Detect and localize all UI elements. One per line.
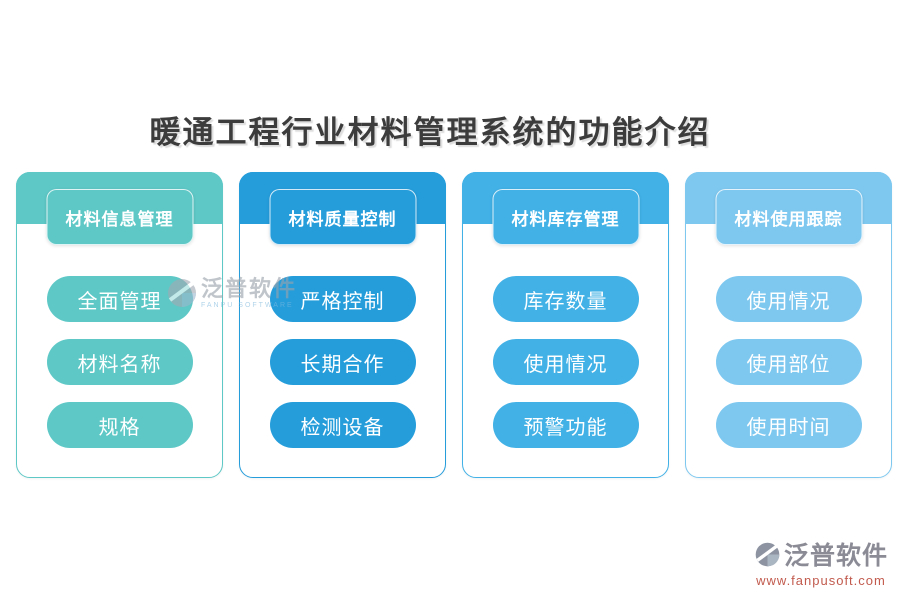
card-header-label: 材料使用跟踪 [734,209,843,229]
footer-logo: 泛普软件 www.fanpusoft.com [754,536,888,588]
card-header: 材料质量控制 [269,189,416,245]
page-title: 暖通工程行业材料管理系统的功能介绍 [149,114,711,150]
pill-item: 预警功能 [492,402,639,448]
card-header-label: 材料库存管理 [511,209,620,229]
columns-row: 材料信息管理 全面管理 材料名称 规格 材料质量控制 严格控制 长期合作 检测设… [16,172,892,478]
pill-list: 库存数量 使用情况 预警功能 [463,276,668,448]
footer-logo-text: 泛普软件 [783,543,888,570]
pill-list: 全面管理 材料名称 规格 [17,276,222,448]
fanpu-logo-icon [755,542,780,566]
card-material-quality-control: 材料质量控制 严格控制 长期合作 检测设备 [239,172,446,478]
card-header: 材料信息管理 [46,189,193,245]
pill-item: 严格控制 [269,276,416,322]
pill-item: 检测设备 [269,402,416,448]
pill-item: 全面管理 [46,276,193,322]
pill-item: 使用情况 [715,276,862,322]
footer-logo-url: www.fanpusoft.com [756,573,886,588]
card-header: 材料库存管理 [492,189,639,245]
pill-item: 长期合作 [269,339,416,385]
card-material-inventory-management: 材料库存管理 库存数量 使用情况 预警功能 [462,172,669,478]
pill-item: 规格 [46,402,193,448]
card-header: 材料使用跟踪 [715,189,862,245]
pill-item: 使用情况 [492,339,639,385]
pill-item: 材料名称 [46,339,193,385]
pill-item: 使用部位 [715,339,862,385]
pill-item: 库存数量 [492,276,639,322]
card-material-info-management: 材料信息管理 全面管理 材料名称 规格 [16,172,223,478]
pill-item: 使用时间 [715,402,862,448]
card-header-label: 材料质量控制 [288,209,397,229]
pill-list: 严格控制 长期合作 检测设备 [240,276,445,448]
card-header-label: 材料信息管理 [65,209,174,229]
card-material-usage-tracking: 材料使用跟踪 使用情况 使用部位 使用时间 [685,172,892,478]
pill-list: 使用情况 使用部位 使用时间 [686,276,891,448]
